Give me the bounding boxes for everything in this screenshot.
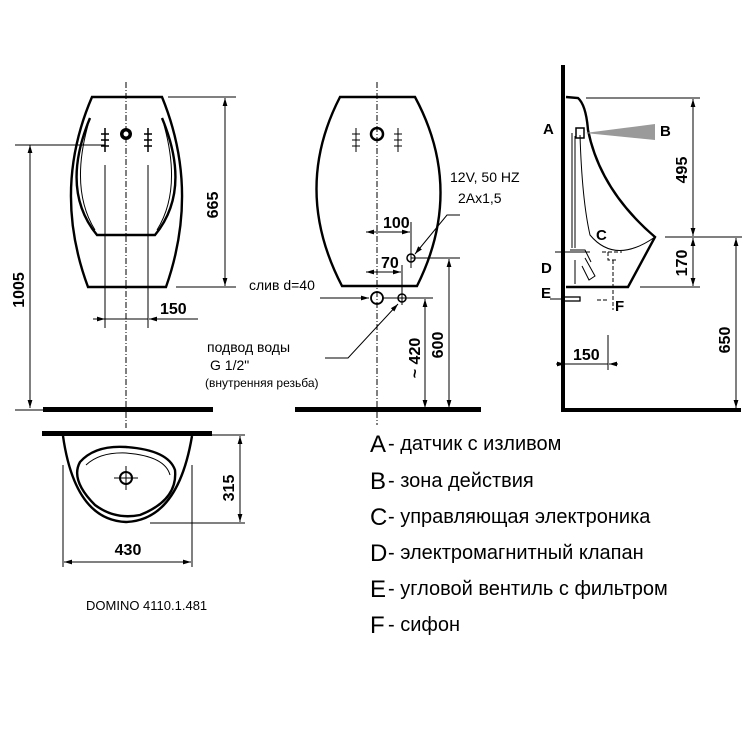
- dim-430: 430: [115, 542, 142, 559]
- floor-line-rear: [295, 407, 481, 412]
- label-A: A: [543, 121, 554, 138]
- svg-text:- электромагнитный клапан: - электромагнитный клапан: [388, 542, 644, 564]
- dim-70: 70: [381, 255, 399, 272]
- svg-text:B: B: [370, 468, 386, 495]
- dim-600: 600: [430, 332, 447, 359]
- wall-line-top: [42, 431, 212, 436]
- model-name: DOMINO 4110.1.481: [86, 598, 207, 613]
- svg-text:F: F: [370, 612, 385, 639]
- dim-150-front: 150: [160, 301, 187, 318]
- svg-text:- датчик с изливом: - датчик с изливом: [388, 433, 561, 455]
- sensor-zone: [585, 124, 655, 140]
- floor-line-side: [561, 408, 741, 412]
- label-E: E: [541, 285, 551, 302]
- label-B: B: [660, 123, 671, 140]
- water-label-1: подвод воды: [207, 339, 290, 355]
- svg-text:C: C: [370, 504, 387, 531]
- urinal-side-outline: [565, 95, 657, 289]
- water-inlet: [397, 293, 407, 303]
- rear-view: 12V, 50 HZ 2Ax1,5 100 70 слив d=40 подво…: [205, 82, 520, 425]
- dim-100: 100: [383, 215, 410, 232]
- svg-text:- зона действия: - зона действия: [388, 470, 534, 492]
- label-C: C: [596, 227, 607, 244]
- power-spec-1: 12V, 50 HZ: [450, 169, 520, 185]
- label-D: D: [541, 260, 552, 277]
- wall: [561, 65, 565, 412]
- dim-495: 495: [674, 157, 691, 184]
- svg-text:D: D: [370, 540, 387, 567]
- svg-text:A: A: [370, 431, 386, 458]
- dim-665: 665: [205, 192, 222, 219]
- front-view: 1005 665 150: [11, 82, 236, 428]
- legend-item: E- угловой вентиль с фильтром: [370, 576, 668, 603]
- fixing-marks: [101, 128, 152, 152]
- power-spec-2: 2Ax1,5: [458, 190, 502, 206]
- drain-outlet: [370, 291, 384, 305]
- legend-item: B- зона действия: [370, 468, 534, 495]
- floor-line-front: [43, 407, 213, 412]
- water-label-3: (внутренняя резьба): [205, 376, 319, 390]
- urinal-front-outline: [69, 95, 184, 289]
- svg-text:E: E: [370, 576, 386, 603]
- dim-420: ~ 420: [407, 338, 424, 379]
- svg-text:- угловой вентиль с фильтром: - угловой вентиль с фильтром: [388, 578, 668, 600]
- label-F: F: [615, 298, 624, 315]
- legend-item: A- датчик с изливом: [370, 431, 561, 458]
- svg-text:- управляющая электроника: - управляющая электроника: [388, 506, 651, 528]
- legend-item: D- электромагнитный клапан: [370, 540, 644, 567]
- dim-170: 170: [674, 250, 691, 277]
- dim-1005: 1005: [11, 272, 28, 308]
- urinal-top-outline: [61, 435, 194, 524]
- side-view: A B C D E F 495 170 650 150: [541, 65, 742, 412]
- legend-item: C- управляющая электроника: [370, 504, 651, 531]
- svg-text:- сифон: - сифон: [388, 614, 460, 636]
- legend-item: F- сифон: [370, 612, 460, 639]
- dim-315: 315: [221, 475, 238, 502]
- water-label-2: G 1/2": [210, 357, 249, 373]
- dim-650: 650: [717, 327, 734, 354]
- urinal-rear-outline: [315, 95, 442, 288]
- dim-150-side: 150: [573, 347, 600, 364]
- drain-label: слив d=40: [249, 277, 315, 293]
- legend: A- датчик с изливом B- зона действия C- …: [370, 431, 668, 639]
- top-view: 315 430 DOMINO 4110.1.481: [42, 431, 245, 613]
